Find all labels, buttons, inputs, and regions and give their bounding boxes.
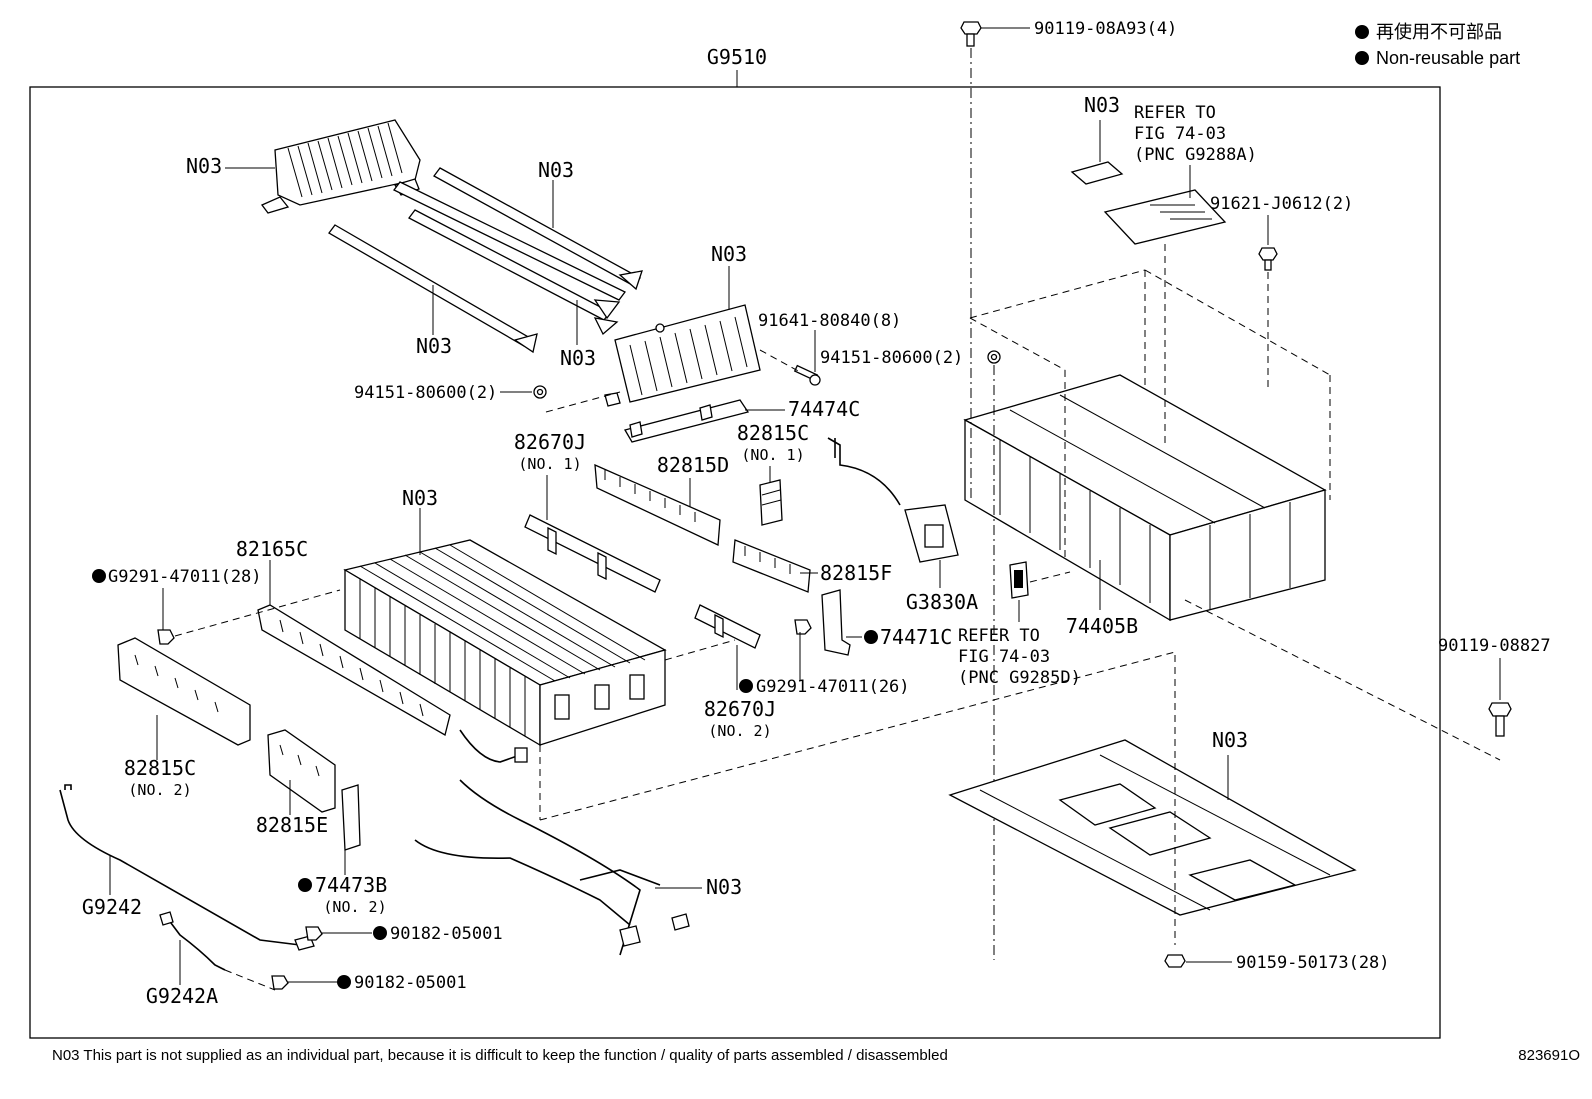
battery-stack-part: [343, 539, 667, 747]
callout-90182-a: 90182-05001: [390, 924, 503, 944]
busbar-82670j-no2-part: [694, 604, 761, 649]
non-reusable-bullet-icon: [337, 975, 351, 989]
callout-82670j-no2-sub: (NO. 2): [708, 722, 771, 740]
callout-n03-stack: N03: [402, 486, 438, 510]
small-cover-part: [1009, 561, 1029, 599]
bolt-91641-part: [793, 364, 821, 386]
callout-82670j-no1-sub: (NO. 1): [518, 455, 581, 473]
assembly-label: G9510: [707, 45, 767, 69]
cover-82815e-part: [267, 729, 336, 813]
callout-74405b: 74405B: [1066, 614, 1138, 638]
refer-mid-line1: REFER TO: [958, 626, 1040, 646]
callout-n03-tray: N03: [1212, 728, 1248, 752]
nut-g9291-26-part: [794, 619, 812, 635]
callout-82815d: 82815D: [657, 453, 729, 477]
callout-82670j-no1: 82670J: [514, 430, 586, 454]
callout-91621: 91621-J0612(2): [1210, 194, 1353, 214]
callout-82815c-no1: 82815C: [737, 421, 809, 445]
callout-90119-08a93: 90119-08A93(4): [1034, 19, 1177, 39]
callout-82815c-no1-sub: (NO. 1): [741, 446, 804, 464]
callout-n03-cover: N03: [711, 242, 747, 266]
refer-mid-line3: (PNC G9285D): [958, 668, 1081, 688]
nut-90182-b-part: [271, 975, 289, 990]
callout-n03-harness: N03: [706, 875, 742, 899]
rod-parts: [328, 167, 643, 354]
bracket-74474c-part: [624, 399, 750, 443]
non-reusable-bullet-icon: [1355, 25, 1369, 39]
non-reusable-bullet-icon: [92, 569, 106, 583]
callout-g9291-26: G9291-47011(26): [756, 677, 910, 697]
legend: 再使用不可部品 Non-reusable part: [1355, 22, 1520, 68]
footnote: N03 This part is not supplied as an indi…: [52, 1047, 948, 1064]
cover-82815f-part: [732, 539, 811, 593]
service-plug-g3830a-part: [904, 504, 959, 563]
bus-cover-82815d-part: [594, 463, 721, 546]
callout-91641: 91641-80840(8): [758, 311, 901, 331]
callout-n03-label: N03: [1084, 93, 1120, 117]
callout-g9242: G9242: [82, 895, 142, 919]
callout-n03-rod-mid: N03: [560, 346, 596, 370]
callout-82815c-no2-sub: (NO. 2): [128, 781, 191, 799]
nut-94151-right-part: [987, 350, 1001, 364]
non-reusable-bullet-icon: [373, 926, 387, 940]
callout-74473b: 74473B: [315, 873, 387, 897]
cover-82815c-no1-part: [759, 479, 783, 526]
non-reusable-bullet-icon: [1355, 51, 1369, 65]
duct-plate-part: [260, 119, 421, 214]
bolt-90119-08a93-part: [960, 21, 982, 47]
bracket-74473b-part: [341, 784, 361, 851]
callout-82815e: 82815E: [256, 813, 328, 837]
callout-n03-plate: N03: [186, 154, 222, 178]
callout-94151-left: 94151-80600(2): [354, 383, 497, 403]
callout-94151-right: 94151-80600(2): [820, 348, 963, 368]
bolt-90159-part: [1164, 954, 1186, 968]
legend-en: Non-reusable part: [1376, 48, 1520, 68]
bolt-90119-08827-part: [1488, 702, 1512, 737]
harness-g3830a-wire: [827, 437, 901, 506]
callout-82165c: 82165C: [236, 537, 308, 561]
diagram-frame: [29, 86, 1441, 1039]
callout-g9291-28: G9291-47011(28): [108, 567, 262, 587]
non-reusable-bullet-icon: [739, 679, 753, 693]
cover-82815c-no2-part: [117, 637, 251, 746]
end-plate-82165c-part: [257, 604, 451, 736]
cover-part: [604, 304, 761, 407]
illustration-number: 823691O: [1518, 1047, 1580, 1064]
bolt-91621-part: [1258, 247, 1278, 271]
callout-82815f: 82815F: [820, 561, 892, 585]
refer-mid-line2: FIG 74-03: [958, 647, 1050, 667]
non-reusable-bullet-icon: [864, 630, 878, 644]
nut-90182-a-part: [305, 926, 323, 941]
callout-74473b-sub: (NO. 2): [323, 898, 386, 916]
callout-n03-rod-top: N03: [538, 158, 574, 182]
tray-n03-part: [948, 739, 1357, 916]
busbar-82670j-no1-part: [524, 514, 661, 593]
bracket-74471c-part: [821, 589, 851, 656]
callout-82815c-no2: 82815C: [124, 756, 196, 780]
case-74405b-part: [963, 374, 1327, 622]
callout-90159: 90159-50173(28): [1236, 953, 1390, 973]
callout-90182-b: 90182-05001: [354, 973, 467, 993]
refer-top-line2: FIG 74-03: [1134, 124, 1226, 144]
cable-g9242-part: [59, 784, 315, 951]
callout-74471c: 74471C: [880, 625, 952, 649]
callout-n03-rod-bottom: N03: [416, 334, 452, 358]
refer-top-line1: REFER TO: [1134, 103, 1216, 123]
label-n03-part: [1070, 161, 1124, 185]
refer-top-line3: (PNC G9288A): [1134, 145, 1257, 165]
label-plate-part: [1103, 189, 1227, 245]
callout-74474c: 74474C: [788, 397, 860, 421]
nut-g9291-28-part: [157, 629, 175, 645]
callout-90119-08827: 90119-08827: [1438, 636, 1551, 656]
callout-g9242a: G9242A: [146, 984, 218, 1008]
cable-g9242a-part: [159, 911, 226, 971]
legend-jp: 再使用不可部品: [1376, 22, 1502, 42]
callout-g3830a: G3830A: [906, 590, 978, 614]
callout-82670j-no2: 82670J: [704, 697, 776, 721]
non-reusable-bullet-icon: [298, 878, 312, 892]
nut-94151-left-part: [533, 385, 547, 399]
harness-n03-part: [414, 779, 690, 956]
